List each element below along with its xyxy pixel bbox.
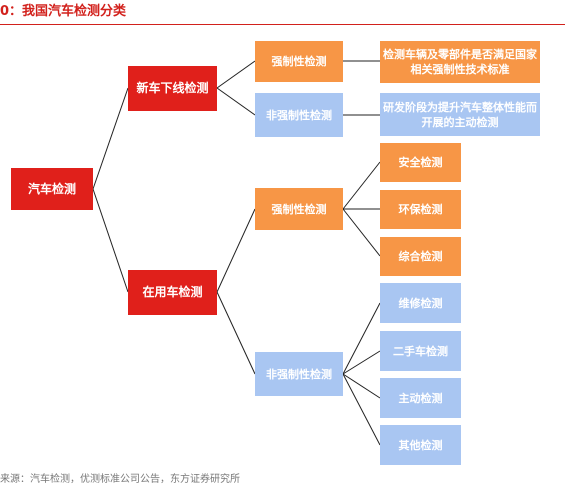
root-node: 汽车检测 (11, 168, 93, 210)
figure-title: 0：我国汽车检测分类 (0, 3, 565, 25)
in-use-mandatory-item: 综合检测 (380, 237, 461, 276)
link-new-nonmand (216, 87, 256, 116)
link-inuse-mand-item1 (342, 161, 381, 210)
new-car-mandatory-node: 强制性检测 (255, 41, 343, 82)
link-inuse-mand (216, 208, 256, 293)
in-use-non-mandatory-node: 非强制性检测 (255, 352, 343, 396)
link-inuse-nonmand (216, 291, 256, 375)
in-use-non-mandatory-item: 二手车检测 (380, 331, 461, 371)
link-inuse-nonmand-item1 (342, 302, 381, 375)
link-root-inuse (92, 188, 129, 293)
in-use-non-mandatory-item: 维修检测 (380, 283, 461, 323)
in-use-non-mandatory-item: 主动检测 (380, 378, 461, 418)
new-car-mandatory-note: 检测车辆及零部件是否满足国家相关强制性技术标准 (380, 41, 540, 83)
link-inuse-nonmand-item4 (342, 373, 381, 446)
in-use-mandatory-item: 安全检测 (380, 143, 461, 182)
new-car-non-mandatory-note: 研发阶段为提升汽车整体性能而开展的主动检测 (380, 93, 540, 136)
link-root-new (92, 87, 129, 190)
figure-title-text: 0：我国汽车检测分类 (0, 4, 127, 19)
in-use-node: 在用车检测 (128, 270, 217, 315)
source-note: 来源：汽车检测，优测标准公司公告，东方证券研究所 (0, 474, 240, 485)
link-new-mand (216, 60, 256, 89)
in-use-mandatory-node: 强制性检测 (255, 188, 343, 230)
new-car-node: 新车下线检测 (128, 66, 217, 111)
in-use-non-mandatory-item: 其他检测 (380, 425, 461, 465)
link-inuse-nonmand-item3 (342, 373, 381, 399)
link-inuse-nonmand-item2 (342, 350, 381, 375)
in-use-mandatory-item: 环保检测 (380, 190, 461, 229)
title-underline (0, 24, 565, 25)
link-inuse-mand-item3 (342, 208, 381, 257)
new-car-non-mandatory-node: 非强制性检测 (255, 93, 343, 137)
